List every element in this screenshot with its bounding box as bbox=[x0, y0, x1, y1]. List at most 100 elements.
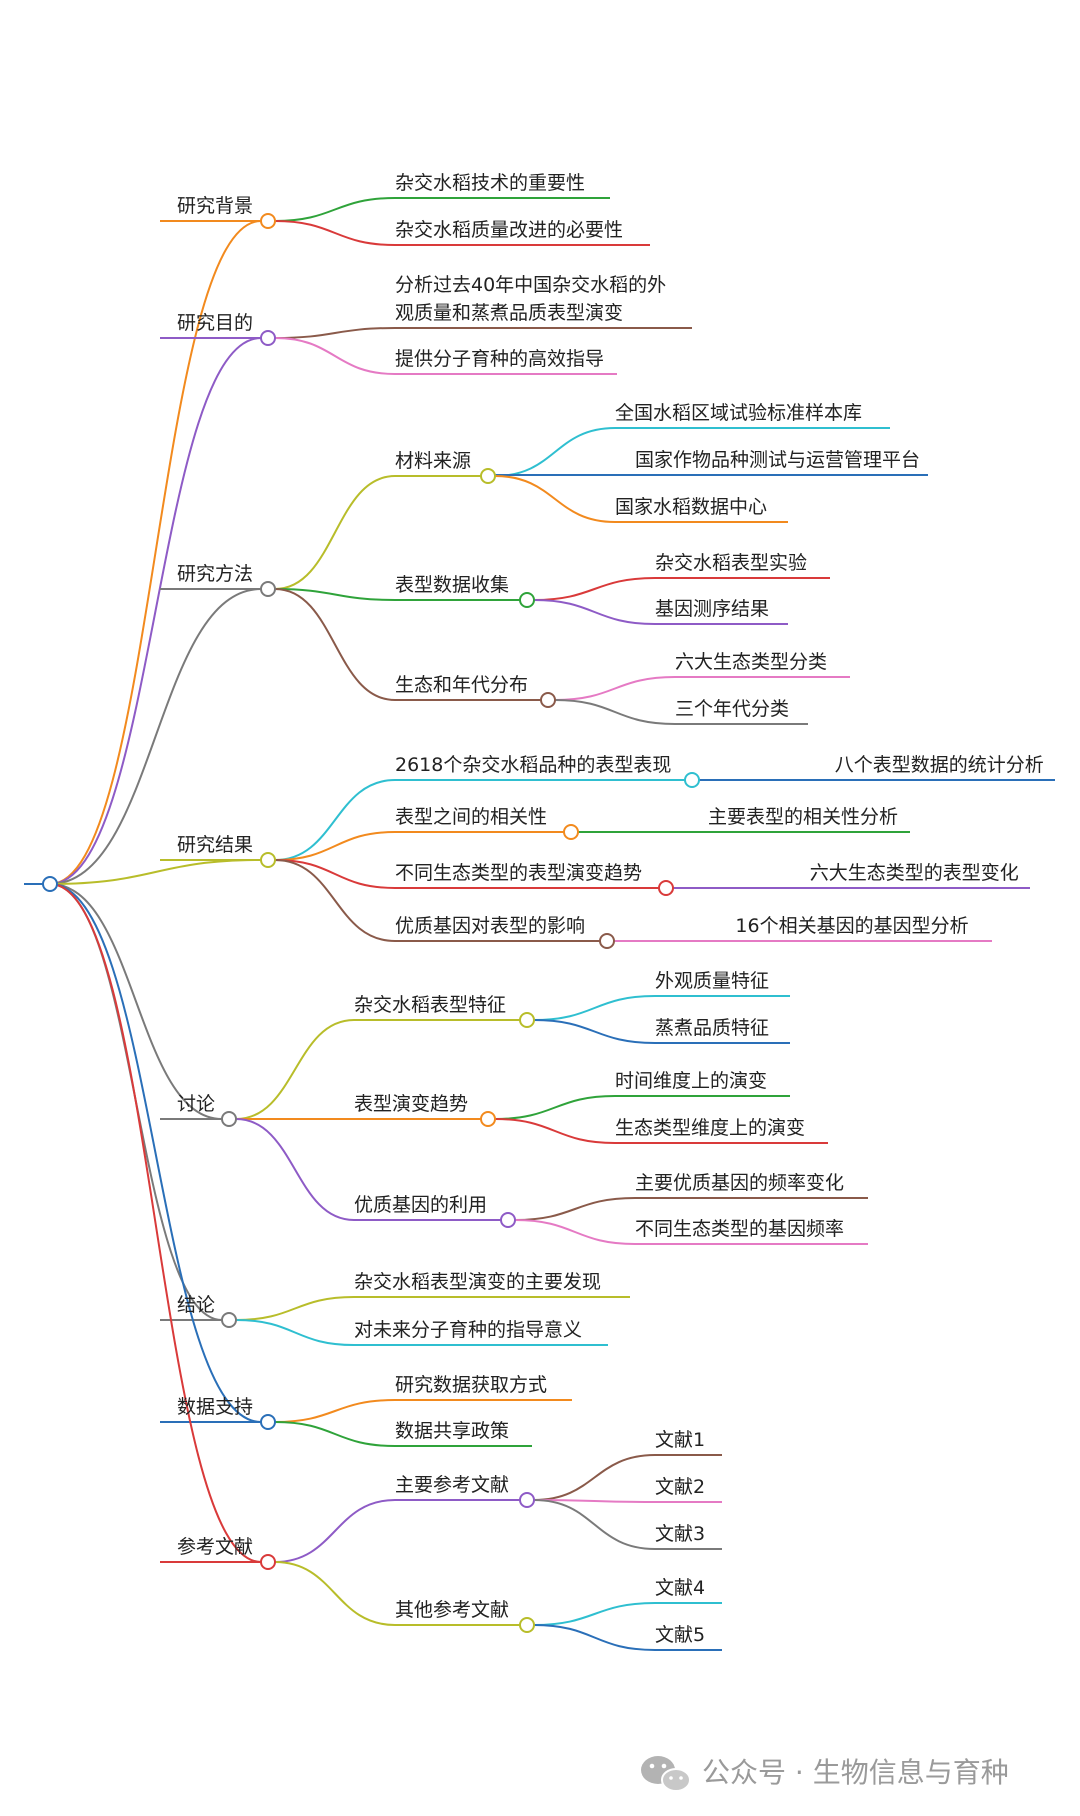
grandchild-label-8-1-1: 文献1 bbox=[655, 1429, 705, 1451]
branch-node-5[interactable] bbox=[221, 1111, 237, 1127]
grandchild-label-4-3-1: 六大生态类型的表型变化 bbox=[810, 862, 1019, 884]
child-label-5-2: 表型演变趋势 bbox=[354, 1093, 468, 1115]
branch-line-7 bbox=[49, 883, 262, 1423]
grandchild-label-4-2-1: 主要表型的相关性分析 bbox=[708, 806, 898, 828]
grandchild-label-5-2-1: 时间维度上的演变 bbox=[615, 1070, 767, 1092]
branch-node-2[interactable] bbox=[260, 330, 276, 346]
branch-node-6[interactable] bbox=[221, 1312, 237, 1328]
child-curve-4-3 bbox=[274, 859, 396, 889]
branch-label-6: 结论 bbox=[177, 1294, 215, 1316]
branch-node-8[interactable] bbox=[260, 1554, 276, 1570]
child-label-6-2: 对未来分子育种的指导意义 bbox=[354, 1319, 582, 1341]
child-label-4-1: 2618个杂交水稻品种的表型表现 bbox=[395, 754, 671, 776]
grandchild-curve-3-2-1 bbox=[533, 577, 656, 601]
branch-node-1[interactable] bbox=[260, 213, 276, 229]
grandchild-curve-3-3-1 bbox=[554, 676, 676, 701]
branch-node-7[interactable] bbox=[260, 1414, 276, 1430]
child-node-3-2[interactable] bbox=[519, 592, 535, 608]
grandchild-label-5-3-1: 主要优质基因的频率变化 bbox=[635, 1172, 844, 1194]
child-label-1-2: 杂交水稻质量改进的必要性 bbox=[395, 219, 623, 241]
grandchild-curve-3-3-2 bbox=[554, 699, 676, 725]
branch-label-8: 参考文献 bbox=[177, 1536, 253, 1558]
grandchild-label-3-1-3: 国家水稻数据中心 bbox=[615, 496, 767, 518]
branch-label-1: 研究背景 bbox=[177, 195, 253, 217]
child-curve-4-1 bbox=[274, 779, 396, 861]
child-curve-4-4 bbox=[274, 859, 396, 942]
child-node-4-4[interactable] bbox=[599, 933, 615, 949]
child-label-4-3: 不同生态类型的表型演变趋势 bbox=[395, 862, 642, 884]
branch-line-4 bbox=[49, 859, 262, 885]
grandchild-label-5-3-2: 不同生态类型的基因频率 bbox=[635, 1218, 844, 1240]
child-label-8-1: 主要参考文献 bbox=[395, 1474, 509, 1496]
grandchild-curve-8-2-1 bbox=[533, 1602, 656, 1626]
child-label-6-1: 杂交水稻表型演变的主要发现 bbox=[354, 1271, 601, 1293]
child-label-7-1: 研究数据获取方式 bbox=[395, 1374, 547, 1396]
child-node-3-1[interactable] bbox=[480, 468, 496, 484]
child-curve-4-2 bbox=[274, 831, 396, 861]
child-curve-1-1 bbox=[274, 197, 396, 222]
grandchild-label-8-2-2: 文献5 bbox=[655, 1624, 705, 1646]
connector-lines bbox=[24, 197, 1055, 1651]
child-curve-7-2 bbox=[274, 1421, 396, 1447]
branch-line-8 bbox=[49, 883, 262, 1563]
grandchild-label-8-1-3: 文献3 bbox=[655, 1523, 705, 1545]
grandchild-label-3-1-2: 国家作物品种测试与运营管理平台 bbox=[635, 449, 920, 471]
child-curve-2-2 bbox=[274, 337, 396, 375]
grandchild-label-8-2-1: 文献4 bbox=[655, 1577, 705, 1599]
child-curve-7-1 bbox=[274, 1399, 396, 1423]
child-node-5-2[interactable] bbox=[480, 1111, 496, 1127]
grandchild-curve-8-1-3 bbox=[533, 1499, 656, 1550]
branch-line-3 bbox=[49, 588, 262, 885]
child-curve-5-3 bbox=[235, 1118, 355, 1221]
child-label-4-2: 表型之间的相关性 bbox=[395, 806, 547, 828]
child-label-1-1: 杂交水稻技术的重要性 bbox=[395, 172, 585, 194]
grandchild-curve-5-1-1 bbox=[533, 995, 656, 1021]
branch-label-3: 研究方法 bbox=[177, 563, 253, 585]
child-curve-6-1 bbox=[235, 1296, 355, 1321]
child-curve-3-1 bbox=[274, 475, 396, 590]
grandchild-curve-3-1-3 bbox=[494, 475, 616, 523]
child-label-3-1: 材料来源 bbox=[395, 450, 471, 472]
grandchild-curve-3-1-1 bbox=[494, 427, 616, 477]
child-curve-3-2 bbox=[274, 588, 396, 601]
watermark-text: 公众号 · 生物信息与育种 bbox=[702, 1756, 1009, 1789]
child-label-5-3: 优质基因的利用 bbox=[354, 1194, 487, 1216]
grandchild-label-5-1-1: 外观质量特征 bbox=[655, 970, 769, 992]
grandchild-curve-3-2-2 bbox=[533, 599, 656, 625]
branch-node-3[interactable] bbox=[260, 581, 276, 597]
child-node-8-2[interactable] bbox=[519, 1617, 535, 1633]
root-node[interactable] bbox=[42, 876, 58, 892]
child-node-3-3[interactable] bbox=[540, 692, 556, 708]
grandchild-curve-5-1-2 bbox=[533, 1019, 656, 1044]
child-node-4-3[interactable] bbox=[658, 880, 674, 896]
child-label-8-2: 其他参考文献 bbox=[395, 1599, 509, 1621]
branch-label-4: 研究结果 bbox=[177, 834, 253, 856]
child-curve-8-1 bbox=[274, 1499, 396, 1563]
grandchild-label-4-1-1: 八个表型数据的统计分析 bbox=[835, 754, 1044, 776]
grandchild-label-5-1-2: 蒸煮品质特征 bbox=[655, 1017, 769, 1039]
child-node-8-1[interactable] bbox=[519, 1492, 535, 1508]
child-curve-5-1 bbox=[235, 1019, 355, 1120]
branch-node-4[interactable] bbox=[260, 852, 276, 868]
grandchild-label-5-2-2: 生态类型维度上的演变 bbox=[615, 1117, 805, 1139]
grandchild-label-3-3-2: 三个年代分类 bbox=[675, 698, 789, 720]
child-node-4-1[interactable] bbox=[684, 772, 700, 788]
branch-line-5 bbox=[49, 883, 223, 1120]
grandchild-curve-5-2-1 bbox=[494, 1095, 616, 1120]
grandchild-curve-5-3-1 bbox=[514, 1197, 636, 1221]
grandchild-label-4-4-1: 16个相关基因的基因型分析 bbox=[735, 915, 968, 937]
grandchild-label-3-3-1: 六大生态类型分类 bbox=[675, 651, 827, 673]
child-node-5-1[interactable] bbox=[519, 1012, 535, 1028]
child-curve-6-2 bbox=[235, 1319, 355, 1346]
branch-label-2: 研究目的 bbox=[177, 312, 253, 334]
grandchild-label-3-2-2: 基因测序结果 bbox=[655, 598, 769, 620]
child-label-2-1-line2: 观质量和蒸煮品质表型演变 bbox=[395, 302, 623, 324]
grandchild-curve-8-1-1 bbox=[533, 1454, 656, 1501]
child-node-4-2[interactable] bbox=[563, 824, 579, 840]
child-label-2-1: 分析过去40年中国杂交水稻的外 bbox=[395, 274, 666, 296]
child-curve-2-1 bbox=[274, 327, 396, 339]
child-node-5-3[interactable] bbox=[500, 1212, 516, 1228]
child-label-3-2: 表型数据收集 bbox=[395, 574, 509, 596]
